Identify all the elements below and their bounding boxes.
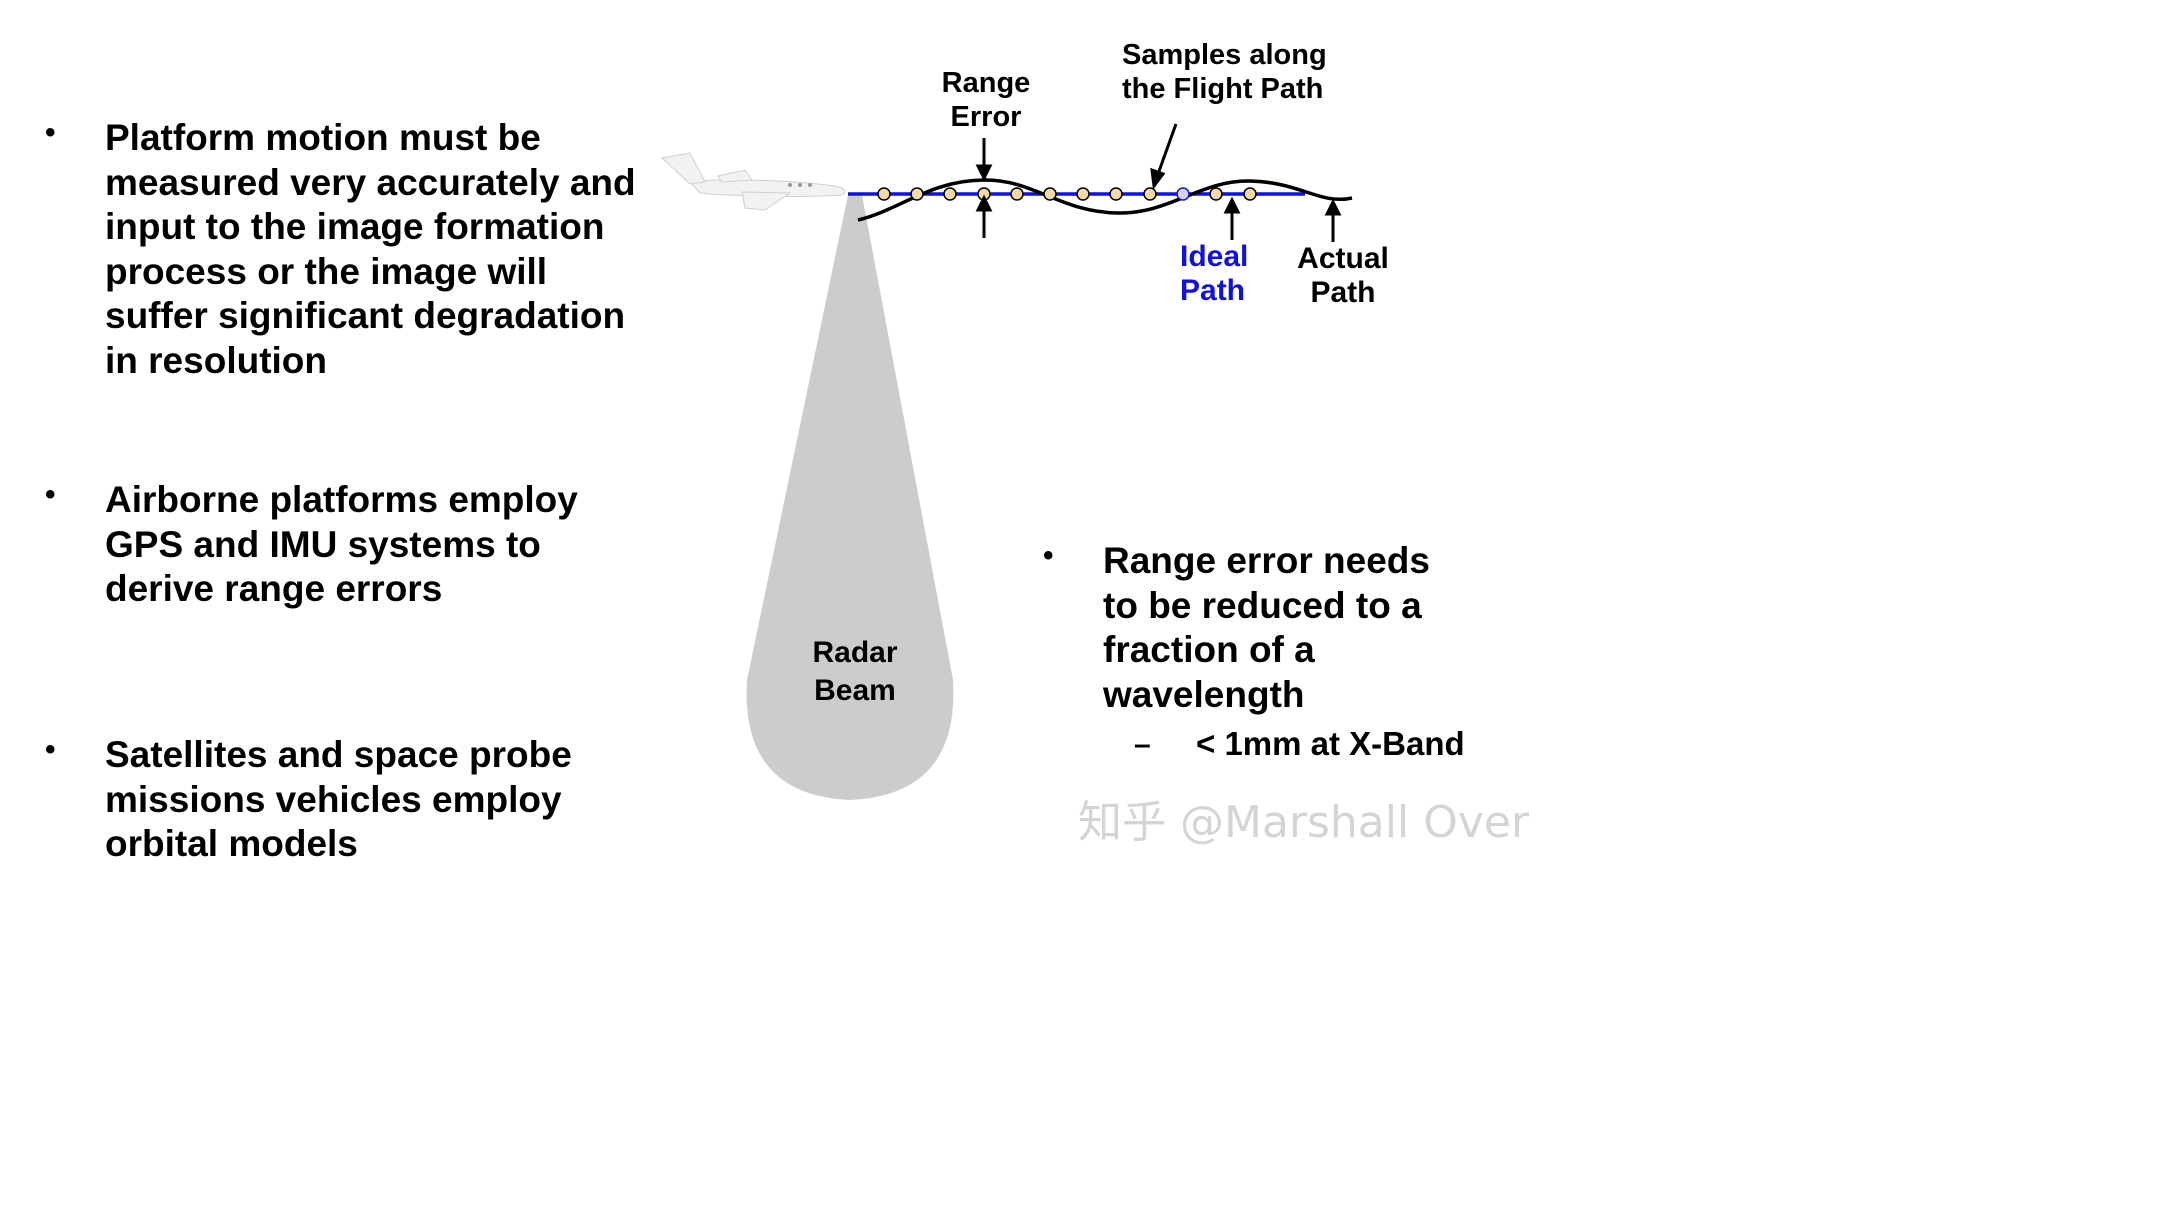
sample-point [877, 187, 891, 201]
radar-beam [746, 195, 954, 800]
airplane-icon [660, 152, 846, 211]
sample-point [1010, 187, 1024, 201]
radar-beam-label: Radar Beam [812, 636, 898, 707]
sample-point [1076, 187, 1090, 201]
sample-points [877, 187, 1257, 201]
bullet-text: Platform motion must be measured very ac… [105, 117, 636, 381]
actual-path-label: Actual Path [1297, 242, 1389, 309]
sub-bullet-dash: – [1134, 728, 1151, 761]
range-error-label: Range Error [941, 67, 1031, 133]
flight-path-diagram [660, 123, 1353, 800]
bullet-symbol: • [1043, 539, 1054, 572]
ideal-path-label: Ideal Path [1180, 240, 1249, 307]
bullet-symbol: • [45, 733, 56, 766]
watermark: 知乎 @Marshall Over [1078, 797, 1530, 848]
samples-arrow [1156, 123, 1178, 175]
bullet-symbol: • [45, 478, 56, 511]
samples-label: Samples along the Flight Path [1122, 39, 1327, 105]
sample-point [910, 187, 924, 201]
sample-point [1209, 187, 1223, 201]
sample-point [1043, 187, 1057, 201]
sample-point [1143, 187, 1157, 201]
sample-point [943, 187, 957, 201]
bullet-text: Satellites and space probe missions vehi… [105, 734, 572, 864]
sample-point [1243, 187, 1257, 201]
bullet-text: Range error needs to be reduced to a fra… [1103, 540, 1430, 715]
sample-point [1109, 187, 1123, 201]
bullet-symbol: • [45, 116, 56, 149]
bullet-text: Airborne platforms employ GPS and IMU sy… [105, 479, 578, 609]
annotation-arrows [975, 123, 1342, 242]
sub-bullet-text: < 1mm at X-Band [1196, 725, 1465, 762]
sample-point [1176, 187, 1190, 201]
actual-path-curve [857, 178, 1353, 222]
